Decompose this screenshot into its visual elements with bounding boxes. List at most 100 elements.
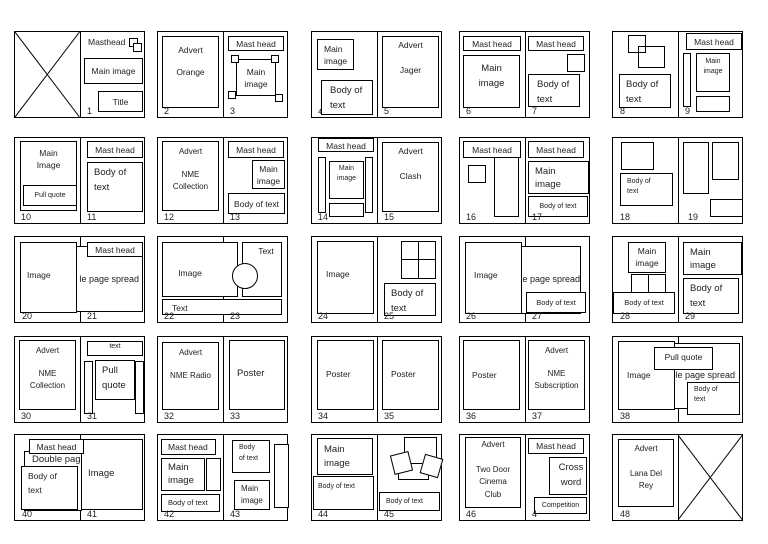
main-image-box: Main image xyxy=(317,438,373,475)
sidebar-box xyxy=(318,157,326,213)
spine xyxy=(79,337,81,422)
body-text-box: Body of text xyxy=(232,440,270,473)
page-number: 45 xyxy=(384,509,395,519)
handle xyxy=(228,91,236,99)
sidebar-box xyxy=(84,361,93,414)
page-number: 34 xyxy=(318,411,329,421)
body-text-box: Body of text xyxy=(21,466,78,510)
main-image-box: Main image xyxy=(628,242,666,273)
spine xyxy=(376,237,378,322)
page-number: 25 xyxy=(384,311,395,321)
image-box xyxy=(631,274,649,294)
main-image-box: Main image xyxy=(317,39,354,70)
body-text-box: Body of text xyxy=(613,292,675,314)
page-number: 28 xyxy=(620,311,631,321)
spine xyxy=(376,138,378,223)
page-number: 36 xyxy=(466,411,477,421)
spine xyxy=(376,32,378,117)
body-text-box: Body of text xyxy=(620,173,673,206)
page-number: 31 xyxy=(87,411,98,421)
masthead-box: Mast head xyxy=(29,439,84,454)
page-number: 44 xyxy=(318,509,329,519)
page-number: 17 xyxy=(532,212,543,222)
page-number: 18 xyxy=(620,212,631,222)
spread-10-11: Main Image Pull quote Mast head Body of … xyxy=(14,137,145,224)
spread-label: Double page spread xyxy=(79,274,139,284)
spine xyxy=(376,435,378,520)
poster-box: Poster xyxy=(229,340,285,410)
spread-36-37: Poster Advert NME Subscription 36 37 xyxy=(459,336,590,423)
spread-20-21: Double page spread Image Mast head 20 21 xyxy=(14,236,145,323)
spine xyxy=(524,138,526,223)
body-text-box: Body of text xyxy=(687,382,740,415)
page-number: 43 xyxy=(230,509,241,519)
masthead-box: Mast head xyxy=(228,141,284,158)
poster-box: Poster xyxy=(317,340,374,410)
main-image-box: Main image xyxy=(463,55,520,108)
image-box: Image xyxy=(81,439,143,510)
masthead-box: Mast head xyxy=(528,141,584,158)
spread-28-29: Main image Body of text Main image Body … xyxy=(612,236,743,323)
body-text-box: Body of text xyxy=(683,278,739,314)
page-number: 2 xyxy=(164,106,170,116)
spread-34-35: Poster Poster 34 35 xyxy=(311,336,442,423)
page-number: 4 xyxy=(532,509,538,519)
page-number: 37 xyxy=(532,411,543,421)
body-text-box: Body of text xyxy=(87,162,143,212)
logo-box xyxy=(133,43,142,52)
page-number: 10 xyxy=(21,212,32,222)
page-number: 22 xyxy=(164,311,175,321)
text-column-box xyxy=(494,157,519,217)
page-number: 12 xyxy=(164,212,175,222)
spine xyxy=(79,32,81,117)
spread-6-7: Mast head Main image Mast head Body of t… xyxy=(459,31,590,118)
masthead-box: Mast head xyxy=(228,36,284,51)
page-number: 29 xyxy=(685,311,696,321)
spine xyxy=(524,337,526,422)
page-number: 48 xyxy=(620,509,631,519)
advert-box: Advert NME Collection xyxy=(19,340,76,410)
main-image-box: Main image xyxy=(528,161,589,194)
body-text-box: Body of text xyxy=(526,292,586,313)
image-box: Image xyxy=(618,341,675,410)
circle-image xyxy=(232,263,258,289)
page-number: 23 xyxy=(230,311,241,321)
spine xyxy=(677,237,679,322)
grid-cell xyxy=(401,259,419,279)
advert-box: Advert Clash xyxy=(382,142,439,212)
main-image-box: Main image xyxy=(161,458,205,491)
masthead-box: Mast head xyxy=(161,439,216,455)
main-image-box: Main image xyxy=(84,58,143,84)
page-number: 21 xyxy=(87,311,98,321)
page-number: 13 xyxy=(230,212,241,222)
spread-back-cover: Advert Lana Del Rey 48 xyxy=(612,434,743,521)
image-box xyxy=(638,46,665,68)
spread-14-15: Mast head Main image 14 Advert Clash 15 xyxy=(311,137,442,224)
spine xyxy=(524,435,526,520)
spine xyxy=(524,32,526,117)
main-image-box: Main image xyxy=(252,160,285,189)
spread-4-5: Main image Body of text 4 Advert Jager 5 xyxy=(311,31,442,118)
page-number: 40 xyxy=(22,509,33,519)
spread-30-31: Advert NME Collection text Pull quote 30… xyxy=(14,336,145,423)
masthead-box: Mast head xyxy=(87,141,143,158)
text-box xyxy=(329,203,364,217)
masthead-box: Mast head xyxy=(686,33,742,50)
advert-box: Advert NME Subscription xyxy=(528,340,585,410)
image-box: Image xyxy=(162,242,238,297)
spine xyxy=(677,435,679,520)
page-number: 8 xyxy=(620,106,626,116)
sidebar-box xyxy=(683,53,691,107)
image-box: Image xyxy=(317,241,374,314)
page-number: 7 xyxy=(532,106,538,116)
sidebar-box xyxy=(365,157,373,213)
page-number: 15 xyxy=(384,212,395,222)
spread-2-3: Advert Orange Mast head Main image 2 3 xyxy=(157,31,288,118)
masthead-box: Mast head xyxy=(528,438,584,454)
spread-40-41: Image Double page Mast head Body of text… xyxy=(14,434,145,521)
masthead-box: Mast head xyxy=(528,36,584,51)
sidebar-box xyxy=(274,444,289,508)
page-number: 19 xyxy=(688,212,699,222)
spine xyxy=(376,337,378,422)
grid-cell xyxy=(418,259,436,279)
